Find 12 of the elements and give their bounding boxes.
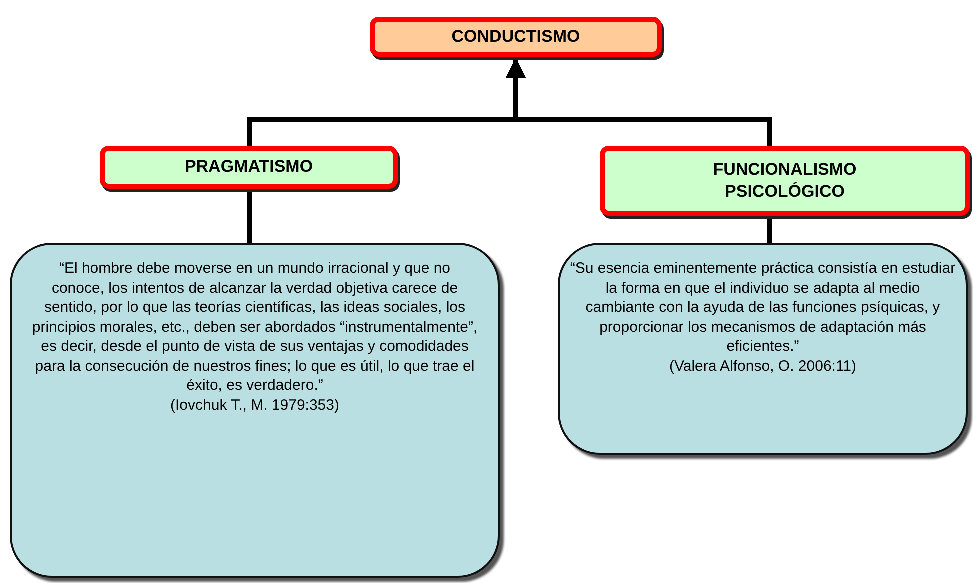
quote-text: “Su esencia eminentemente práctica consistía en estudiar la forma en que el individuo se adapta al medio cambiante con la ayuda de las funciones psíquicas, y proporcionar los mecanismos de adaptación más eficientes.” xyxy=(570,259,956,356)
concept-label: PRAGMATISMO xyxy=(184,156,314,178)
concept-label: FUNCIONALISMO PSICOLÓGICO xyxy=(712,158,858,203)
citation-text: (Valera Alfonso, O. 2006:11) xyxy=(669,356,857,376)
quote-box xyxy=(10,243,500,578)
quote-text: “El hombre debe moverse en un mundo irracional y que no conoce, los intentos de alcanzar la verdad objetiva carece de sentido, por lo que las teorías científicas, las ideas sociales, los principios morales, etc., deben ser abordados “instrumentalmente”, es decir, desde el punto de vista de sus ventajas y comodidades para la consecución de nuestros fines; lo que es útil, lo que trae el éxito, es verdadero.” xyxy=(32,259,478,396)
title-box xyxy=(370,17,662,57)
quote-box xyxy=(558,243,968,455)
concept-box xyxy=(100,146,398,189)
citation-text: (Iovchuk T., M. 1979:353) xyxy=(170,396,340,415)
concept-label: CONDUCTISMO xyxy=(452,27,580,47)
concept-box xyxy=(600,146,970,216)
